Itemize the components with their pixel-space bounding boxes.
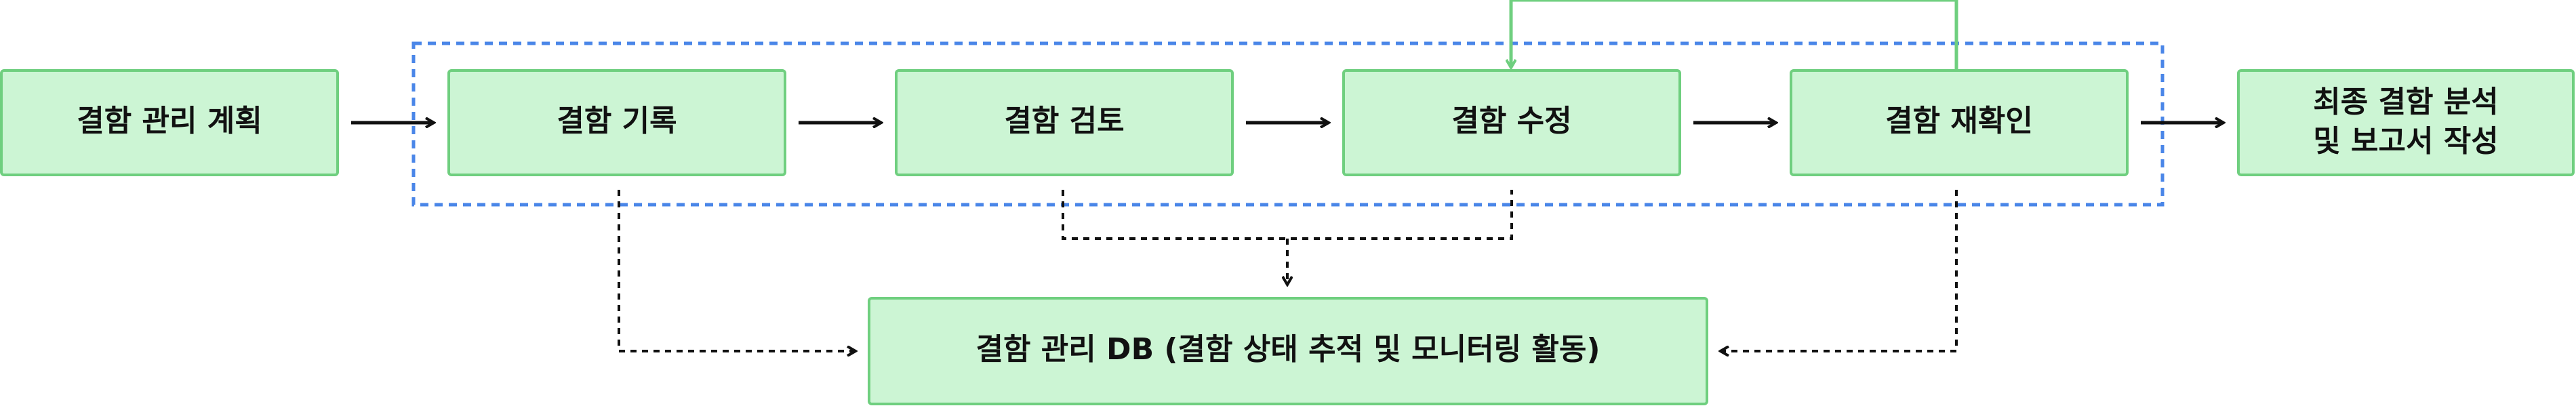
node-final-label-line1: 최종 결함 분석	[2313, 85, 2499, 119]
node-final-label-line2: 및 보고서 작성	[2313, 124, 2499, 159]
node-recheck: 결함 재확인	[1790, 69, 2129, 176]
node-recheck-label: 결함 재확인	[1885, 104, 2033, 138]
dotted-arrow-review-fix-to-db	[1062, 190, 1513, 285]
node-review-label: 결함 검토	[1004, 104, 1124, 138]
node-db-label: 결함 관리 DB (결함 상태 추적 및 모니터링 활동)	[976, 332, 1601, 367]
node-plan: 결함 관리 계획	[0, 69, 339, 176]
node-review: 결함 검토	[895, 69, 1234, 176]
node-fix-label: 결함 수정	[1451, 104, 1571, 138]
node-record-label: 결함 기록	[557, 104, 677, 138]
dotted-arrow-record-to-db	[618, 190, 856, 351]
dotted-arrow-recheck-to-db	[1720, 190, 1958, 351]
node-record: 결함 기록	[447, 69, 786, 176]
node-final: 최종 결함 분석 및 보고서 작성	[2237, 69, 2575, 176]
node-db: 결함 관리 DB (결함 상태 추적 및 모니터링 활동)	[868, 297, 1708, 405]
node-fix: 결함 수정	[1342, 69, 1681, 176]
loop-arrow-recheck-to-fix	[1511, 0, 1958, 70]
node-plan-label: 결함 관리 계획	[77, 104, 262, 138]
